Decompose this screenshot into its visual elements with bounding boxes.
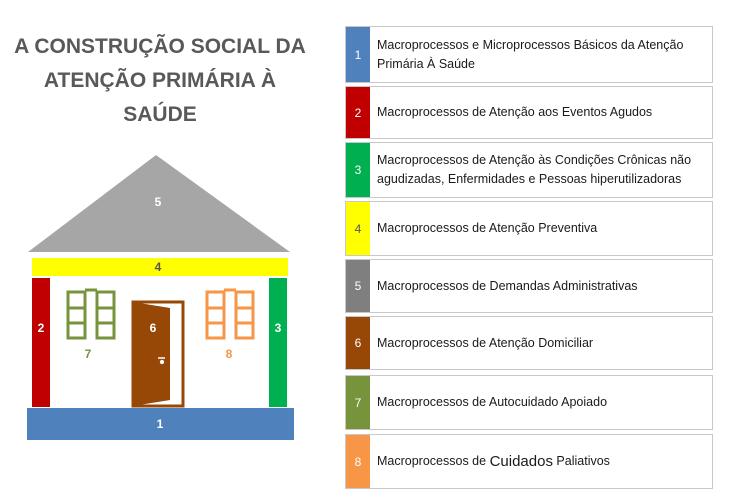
door-label: 6 <box>150 321 157 335</box>
legend-text-emphasis: Cuidados <box>489 453 553 470</box>
legend-number: 8 <box>346 435 370 488</box>
legend-text: Macroprocessos de Autocuidado Apoiado <box>377 395 608 409</box>
right-window <box>205 288 255 340</box>
legend-item-6: 6 Macroprocessos de Atenção Domiciliar <box>345 316 713 370</box>
page-title: A CONSTRUÇÃO SOCIAL DA ATENÇÃO PRIMÁRIA … <box>12 30 308 132</box>
legend-text-part: Macroprocessos de <box>377 454 490 468</box>
left-pillar <box>32 278 50 407</box>
legend-number: 5 <box>346 260 370 312</box>
door <box>133 302 170 406</box>
legend-number: 6 <box>346 317 370 369</box>
right-window-label: 8 <box>226 347 233 361</box>
right-pillar-label: 3 <box>275 321 282 335</box>
legend-item-2: 2 Macroprocessos de Atenção aos Eventos … <box>345 86 713 139</box>
title-line-2: ATENÇÃO PRIMÁRIA À SAÚDE <box>43 69 277 126</box>
legend-text: Macroprocessos de Demandas Administrativ… <box>377 278 638 293</box>
legend-item-3: 3 Macroprocessos de Atenção às Condições… <box>345 142 713 198</box>
legend-text: Macroprocessos e Microprocessos Básicos … <box>377 37 684 71</box>
house-diagram: 5 4 2 3 7 6 8 1 <box>27 155 294 440</box>
left-window <box>66 288 116 340</box>
left-pillar-label: 2 <box>38 321 45 335</box>
legend-item-4: 4 Macroprocessos de Atenção Preventiva <box>345 201 713 256</box>
legend-text: Macroprocessos de Atenção Preventiva <box>377 221 598 235</box>
legend-text: Macroprocessos de Atenção às Condições C… <box>377 153 692 186</box>
beam <box>32 258 288 276</box>
title-line-1: A CONSTRUÇÃO SOCIAL DA <box>14 35 306 58</box>
left-window-label: 7 <box>85 347 92 361</box>
beam-label: 4 <box>155 260 162 274</box>
legend-text: Macroprocessos de Cuidados Paliativos <box>377 435 706 488</box>
legend-number: 1 <box>346 27 370 82</box>
legend-number: 2 <box>346 87 370 138</box>
legend-item-7: 7 Macroprocessos de Autocuidado Apoiado <box>345 375 713 430</box>
base <box>27 408 294 440</box>
legend-number: 4 <box>346 202 370 255</box>
base-label: 1 <box>157 417 164 431</box>
right-pillar <box>269 278 287 407</box>
roof-label: 5 <box>155 195 162 209</box>
legend-text-part: Paliativos <box>552 454 610 468</box>
legend-item-1: 1 Macroprocessos e Microprocessos Básico… <box>345 26 713 83</box>
legend-number: 7 <box>346 376 370 429</box>
legend-text: Macroprocessos de Atenção aos Eventos Ag… <box>377 105 653 119</box>
legend-item-8: 8 Macroprocessos de Cuidados Paliativos <box>345 434 713 489</box>
door-handle <box>158 357 165 365</box>
legend-item-5: 5 Macroprocessos de Demandas Administrat… <box>345 259 713 313</box>
roof <box>28 155 290 252</box>
legend-number: 3 <box>346 143 370 197</box>
legend-text: Macroprocessos de Atenção Domiciliar <box>377 335 594 350</box>
